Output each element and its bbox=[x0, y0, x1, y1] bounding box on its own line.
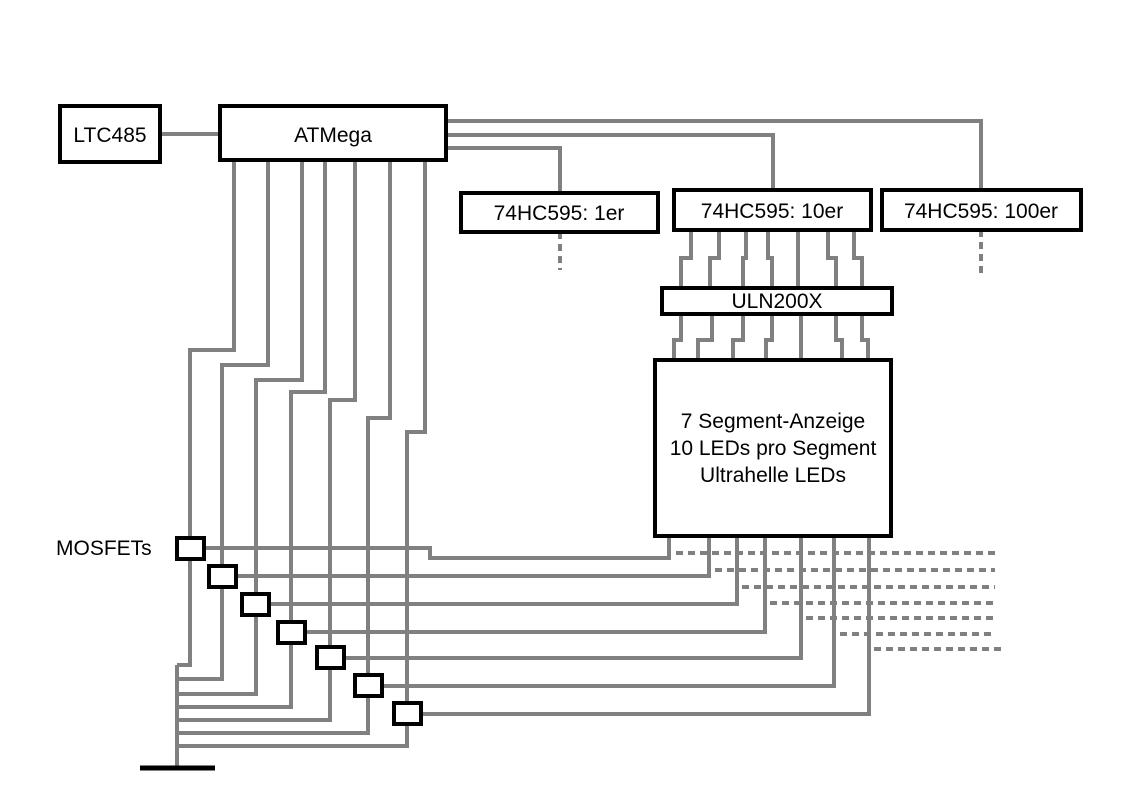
shift-register-100er-box: 74HC595: 100er bbox=[880, 188, 1083, 232]
wire-uln-display-7 bbox=[860, 314, 870, 360]
wire-gate-5 bbox=[328, 160, 357, 652]
shift-register-100er-label: 74HC595: 100er bbox=[904, 200, 1058, 223]
mosfet-6 bbox=[353, 673, 384, 698]
wire-drain-4 bbox=[306, 536, 767, 634]
wire-gate-7 bbox=[405, 160, 427, 708]
wire-atmega-10er bbox=[446, 133, 775, 190]
mosfet-1 bbox=[175, 536, 206, 561]
atmega-label: ATMega bbox=[294, 124, 372, 147]
wire-drain-2 bbox=[237, 536, 711, 578]
wire-gate-2 bbox=[220, 160, 270, 568]
wire-10er-uln-1 bbox=[679, 230, 693, 288]
mosfet-5 bbox=[315, 645, 346, 670]
wires bbox=[160, 119, 1005, 768]
wire-gate-3 bbox=[254, 160, 304, 596]
wire-uln-display-4 bbox=[764, 314, 774, 360]
display-box: 7 Segment-Anzeige 10 LEDs pro Segment Ul… bbox=[653, 358, 893, 538]
display-line-1: 7 Segment-Anzeige bbox=[681, 410, 865, 433]
uln200x-box: ULN200X bbox=[660, 286, 894, 316]
wire-uln-display-6 bbox=[834, 314, 844, 360]
wire-drain-7 bbox=[422, 536, 871, 716]
shift-register-10er-label: 74HC595: 10er bbox=[701, 200, 843, 223]
shift-register-10er-box: 74HC595: 10er bbox=[672, 188, 873, 232]
wire-drain-3 bbox=[270, 536, 739, 606]
mosfet-3 bbox=[240, 592, 271, 617]
wire-source-5 bbox=[177, 670, 332, 722]
wire-uln-display-3 bbox=[731, 314, 745, 360]
uln200x-label: ULN200X bbox=[731, 290, 822, 313]
shift-register-1er-label: 74HC595: 1er bbox=[494, 202, 625, 225]
wire-10er-uln-2 bbox=[708, 230, 721, 288]
mosfet-2 bbox=[207, 564, 238, 589]
wire-source-1 bbox=[177, 558, 192, 667]
wire-source-4 bbox=[177, 644, 293, 709]
wire-uln-display-2 bbox=[696, 314, 714, 360]
wire-10er-uln-7 bbox=[852, 230, 864, 288]
shift-register-1er-box: 74HC595: 1er bbox=[459, 191, 660, 234]
wire-10er-uln-6 bbox=[826, 230, 838, 288]
wire-uln-display-1 bbox=[672, 314, 683, 360]
mosfet-4 bbox=[276, 620, 307, 645]
wire-source-6 bbox=[177, 698, 370, 735]
wire-drain-6 bbox=[383, 536, 836, 688]
ltc485-box: LTC485 bbox=[58, 104, 162, 164]
mosfets-label: MOSFETs bbox=[56, 537, 152, 560]
display-line-3: Ultrahelle LEDs bbox=[700, 464, 846, 487]
wire-source-3 bbox=[177, 616, 258, 696]
wire-10er-uln-3 bbox=[741, 230, 748, 288]
wire-source-2 bbox=[177, 588, 224, 681]
atmega-box: ATMega bbox=[218, 104, 448, 162]
wire-10er-uln-4 bbox=[766, 230, 774, 288]
mosfet-7 bbox=[392, 701, 423, 726]
wire-gate-4 bbox=[289, 160, 327, 624]
display-line-2: 10 LEDs pro Segment bbox=[670, 437, 877, 460]
wire-drain-5 bbox=[345, 536, 803, 660]
wire-gate-1 bbox=[188, 160, 236, 540]
wire-atmega-100er bbox=[446, 119, 983, 190]
mosfet-group bbox=[175, 536, 423, 726]
wire-atmega-1er bbox=[446, 146, 562, 193]
wire-source-7 bbox=[177, 726, 409, 748]
ltc485-label: LTC485 bbox=[73, 124, 146, 147]
wire-drain-1 bbox=[205, 536, 671, 560]
